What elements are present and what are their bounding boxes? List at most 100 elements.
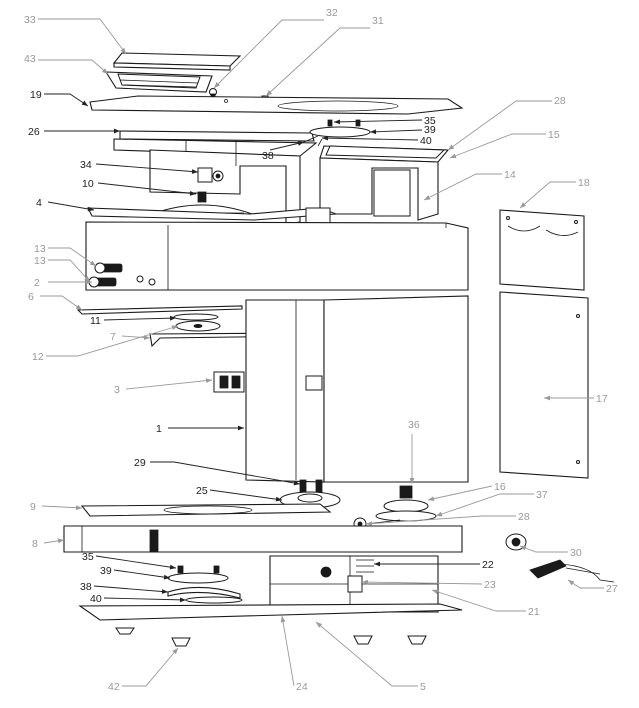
leader-line-c4	[47, 201, 95, 211]
leader-line-c15	[449, 133, 546, 159]
leader-arrow-c2	[86, 279, 92, 285]
part-6-strip	[76, 305, 243, 315]
callout-label-c34: 34	[80, 159, 92, 171]
callout-label-c35b: 35	[82, 551, 94, 563]
callout-label-c30: 30	[570, 547, 582, 559]
part-19-top-cover	[89, 95, 464, 115]
callout-label-c11: 11	[90, 315, 101, 327]
part-33-lid-plate	[112, 52, 242, 71]
part-5-bottom-plate	[78, 603, 463, 621]
leader-arrow-c4	[87, 206, 94, 212]
callout-label-c29: 29	[134, 457, 146, 469]
callout-label-c12: 12	[32, 351, 44, 363]
leader-line-c14	[423, 173, 502, 201]
part-1-main-cabinet	[245, 295, 469, 483]
leader-arrow-c37	[436, 511, 443, 517]
callout-label-c39a: 39	[424, 124, 436, 136]
part-18-side-panel-top	[499, 209, 585, 291]
part-21-24-lower-box	[269, 555, 439, 613]
callout-label-c10: 10	[82, 178, 94, 190]
leader-arrow-c13a	[89, 260, 96, 266]
callout-label-c21: 21	[528, 606, 540, 618]
part-3-switch	[213, 371, 245, 393]
callout-label-c15: 15	[548, 129, 560, 141]
leader-line-c23	[361, 581, 483, 585]
leader-arrow-c40a	[322, 135, 329, 141]
callout-label-c36: 36	[408, 419, 420, 431]
leader-line-c29	[150, 461, 301, 485]
leader-arrow-c39a	[370, 129, 377, 135]
callout-label-c13b: 13	[34, 255, 46, 267]
leader-arrow-c33a	[120, 47, 126, 54]
callout-label-c31: 31	[372, 15, 384, 27]
leader-line-c40a	[321, 137, 419, 141]
leader-arrow-c35a	[334, 119, 341, 125]
callout-label-c4: 4	[36, 197, 42, 209]
leader-arrow-c42	[172, 648, 178, 655]
callout-label-c17: 17	[596, 393, 608, 405]
leader-arrow-c35b	[169, 564, 176, 570]
leader-arrow-c43	[101, 68, 108, 74]
leader-line-c19	[44, 93, 89, 107]
callout-label-c18: 18	[578, 177, 590, 189]
part-2-front-panel	[85, 221, 469, 291]
callout-label-c28b: 28	[518, 511, 530, 523]
part-27-power-cord	[529, 559, 615, 583]
callout-label-c14: 14	[504, 169, 516, 181]
callout-label-c24: 24	[296, 681, 308, 693]
leader-arrow-c13b	[84, 275, 90, 282]
part-13-bolts	[88, 262, 123, 288]
leader-arrow-c8	[57, 538, 64, 544]
callout-label-c26: 26	[28, 126, 40, 138]
callout-label-c28a: 28	[554, 95, 566, 107]
part-42-feet	[115, 627, 427, 647]
callout-label-c7: 7	[110, 331, 116, 343]
leader-arrow-c27	[568, 580, 575, 586]
leader-line-c38b	[93, 585, 169, 593]
leader-arrow-c22	[374, 561, 380, 567]
leader-arrow-c10	[189, 190, 196, 196]
part-16-36-37-fitting	[375, 485, 437, 522]
leader-line-c24	[281, 615, 295, 687]
callout-label-c6: 6	[28, 291, 34, 303]
callout-label-c8: 8	[32, 538, 38, 550]
callout-label-c33a: 33	[24, 14, 36, 26]
leader-line-c11	[103, 317, 177, 321]
callout-label-c38a: 38	[262, 150, 274, 162]
leader-arrow-c39b	[163, 574, 170, 580]
leader-arrow-c19	[81, 100, 88, 106]
leader-line-c28b	[365, 515, 516, 525]
leader-line-c34	[95, 163, 199, 173]
leader-arrow-c29	[293, 480, 300, 486]
callout-label-c5: 5	[420, 681, 426, 693]
leader-line-c35b	[95, 555, 177, 569]
leader-arrow-c38b	[161, 589, 168, 594]
part-34-valve	[197, 167, 224, 183]
leader-arrow-c9	[75, 505, 82, 511]
leader-line-c9	[41, 505, 83, 509]
leader-line-c39a	[369, 129, 423, 133]
part-26-upper-hood	[113, 130, 318, 225]
part-43-filter-tray	[104, 71, 213, 93]
part-15-28-upper-tank	[319, 145, 450, 221]
leader-line-c42	[122, 647, 179, 687]
leader-arrow-c30	[520, 545, 527, 551]
leader-arrow-c16	[428, 496, 435, 502]
callout-label-c38b: 38	[80, 581, 92, 593]
leader-line-c5	[315, 621, 418, 687]
part-35-39-38-40-lower-assembly	[167, 565, 243, 604]
leader-arrow-c25	[275, 496, 282, 502]
part-8-base	[63, 525, 463, 553]
part-35-39-40-spray-head-upper	[303, 119, 371, 147]
part-17-side-panel	[499, 291, 589, 479]
leader-line-c28a	[447, 100, 552, 151]
callout-label-c39b: 39	[100, 565, 112, 577]
leader-arrow-c28b	[366, 521, 373, 526]
leader-line-c30	[519, 545, 568, 553]
leader-line-c35a	[333, 119, 423, 123]
callout-label-c35a: 35	[424, 115, 436, 127]
leader-line-c32	[213, 19, 324, 89]
leader-arrow-c32	[214, 82, 220, 88]
